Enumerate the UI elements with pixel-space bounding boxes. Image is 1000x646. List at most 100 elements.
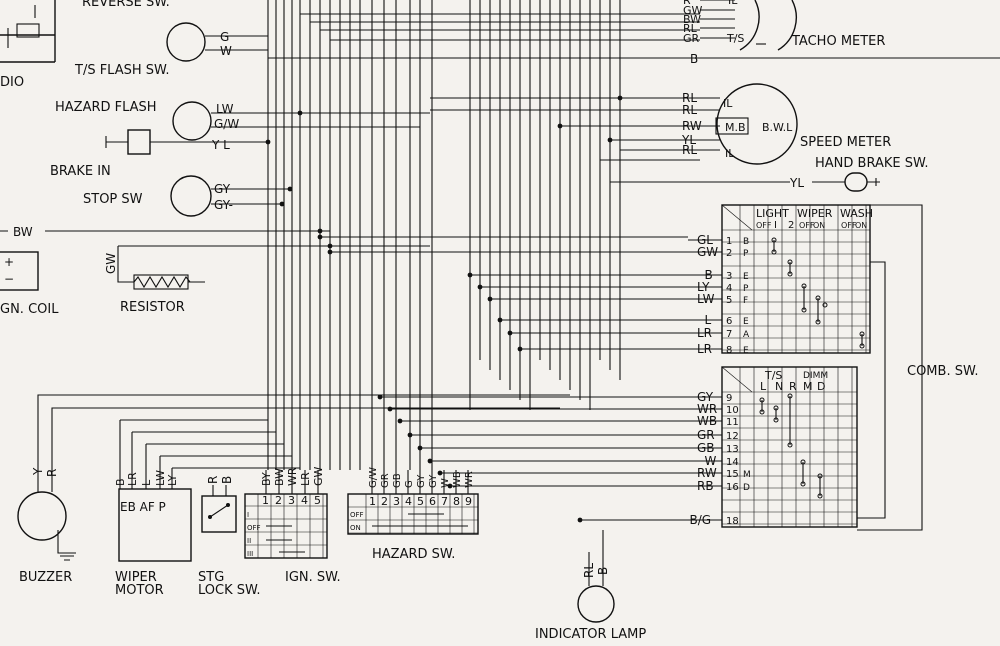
wiper-wire-label: LW xyxy=(154,470,167,486)
stop-wire-gy2: GY- xyxy=(214,198,233,212)
junction-dot xyxy=(427,458,433,464)
speed-wire-label: RL xyxy=(682,143,697,157)
ts-wire-w: W xyxy=(220,44,232,58)
comb-row-num: 12 xyxy=(726,431,739,442)
hazard-header: 7 xyxy=(441,495,448,508)
resistor-wire-gw: GW xyxy=(104,253,118,274)
hand-brake-label: HAND BRAKE SW. xyxy=(815,156,928,171)
junction-dot xyxy=(377,394,383,400)
stg-wire-r: R xyxy=(206,476,220,484)
comb-row-wire-label: RB xyxy=(697,479,714,493)
ign-row-label: I xyxy=(247,511,249,519)
comb-row-num: 4 xyxy=(726,283,732,294)
comb-two: 2 xyxy=(788,220,794,231)
speed-label: SPEED METER xyxy=(800,135,891,150)
resistor: GW RESISTOR xyxy=(104,245,430,315)
speed-wire-label: YL xyxy=(681,133,696,147)
radio-label: DIO xyxy=(0,75,24,90)
comb-row-wire-label: WB xyxy=(697,414,717,428)
hazard-wire-label: WR xyxy=(464,471,475,488)
buzzer-wire-y: Y xyxy=(31,467,45,476)
junction-dot xyxy=(617,95,623,101)
speed-il1: IL xyxy=(723,97,733,110)
reverse-sw-label: REVERSE SW. xyxy=(82,0,170,10)
comb-row-wire-label: LY xyxy=(697,280,710,294)
hazard-header: 3 xyxy=(393,495,400,508)
speed-wire-label: RL xyxy=(682,103,697,117)
wiper-wire-label: LY xyxy=(166,474,179,486)
comb-row-num: 14 xyxy=(726,457,739,468)
buzzer: Y R BUZZER xyxy=(17,394,570,585)
ign-row-label: III xyxy=(247,550,253,558)
ign-wire-label: LR xyxy=(299,472,312,486)
comb-row-tag: B xyxy=(743,237,749,247)
stop-switch: GY GY- STOP SW xyxy=(83,175,290,217)
contact-mark xyxy=(822,302,828,308)
hazard-header: 2 xyxy=(381,495,388,508)
speed-wire-label: RW xyxy=(682,119,702,133)
junction-dot xyxy=(327,249,333,255)
coil-plus: + xyxy=(4,255,14,269)
comb-row-wire-label: LW xyxy=(697,292,715,306)
stop-sw-label: STOP SW xyxy=(83,192,143,207)
junction-dot xyxy=(467,272,473,278)
junction-dot xyxy=(557,123,563,129)
comb-row-num: 13 xyxy=(726,444,739,455)
comb-wash-off: OFF xyxy=(841,221,857,230)
junction-dot xyxy=(517,346,523,352)
indicator-wire-rl: RL xyxy=(582,563,596,578)
junction-dot xyxy=(297,110,303,116)
hz-wire-gw: G/W xyxy=(214,117,239,131)
ign-coil: BW + − GN. COIL xyxy=(0,225,330,317)
coil-minus: − xyxy=(4,272,14,286)
comb-row-tag: P xyxy=(743,249,749,259)
wiper-wire-label: B xyxy=(114,478,127,486)
hazard-wire-label: GY xyxy=(416,474,427,488)
comb-wash-on: ON xyxy=(855,221,867,230)
junction-dot xyxy=(287,186,293,192)
indicator-label: INDICATOR LAMP xyxy=(535,627,646,642)
ign-wire-label: WR xyxy=(286,467,299,486)
hand-wire-yl: YL xyxy=(789,176,804,190)
hazard-wire-label: GY xyxy=(428,474,439,488)
hazard-flash-unit: LW G/W HAZARD FLASH xyxy=(55,100,430,141)
tacho-wire-label: BW xyxy=(683,13,701,26)
brake-wire-yl: Y L xyxy=(211,138,230,152)
buzzer-label: BUZZER xyxy=(19,570,72,585)
comb-row-num: 5 xyxy=(726,295,732,306)
speed-bwl: B.W.L xyxy=(762,121,793,134)
junction-dot xyxy=(477,284,483,290)
comb-n: N xyxy=(775,380,783,393)
junction-dot xyxy=(447,483,453,489)
tacho-ts: T/S xyxy=(726,32,744,45)
ign-wire-label: GW xyxy=(312,466,325,486)
ign-wire-label: BY xyxy=(260,472,273,486)
comb-row-tag: P xyxy=(743,284,749,294)
hazard-wire-label: G/W xyxy=(368,467,379,488)
ign-header: 5 xyxy=(314,494,321,507)
speed-wire-label: RL xyxy=(682,91,697,105)
tacho-wire-label: R xyxy=(683,0,691,7)
comb-off: OFF xyxy=(756,221,772,230)
comb-row-num: 6 xyxy=(726,316,732,327)
ts-flash-switch: G W T/S FLASH SW. xyxy=(74,22,268,78)
comb-row-num: 9 xyxy=(726,393,732,404)
junction-dot xyxy=(397,418,403,424)
comb-wiper-on: ON xyxy=(813,221,825,230)
stg-lock-switch: R B STG LOCK SW. xyxy=(198,476,261,598)
ign-header: 1 xyxy=(262,494,269,507)
junction-dot xyxy=(497,317,503,323)
hazard-wire-label: GB xyxy=(392,473,403,488)
comb-row-wire-label: RW xyxy=(697,466,717,480)
junction-dot xyxy=(437,470,443,476)
ts-wire-g: G xyxy=(220,30,229,44)
hazard-sw-label: HAZARD SW. xyxy=(372,547,455,562)
hazard-wire-label: G xyxy=(404,480,415,488)
comb-ts: T/S xyxy=(764,369,782,382)
tacho-wire-label: GW xyxy=(683,4,703,17)
comb-l: L xyxy=(760,380,767,393)
comb-sw-label: COMB. SW. xyxy=(907,364,978,379)
junction-dot xyxy=(417,445,423,451)
